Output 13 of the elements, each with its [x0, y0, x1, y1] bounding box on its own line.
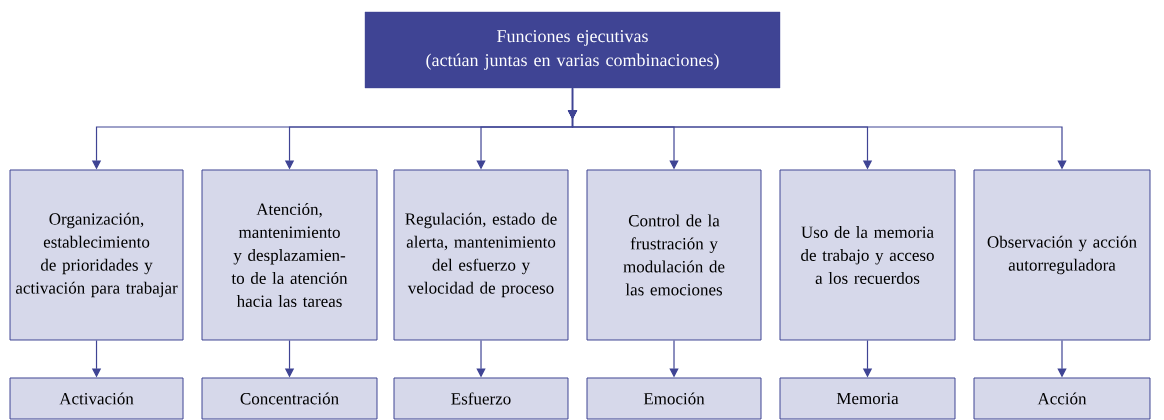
result-box: Esfuerzo [393, 377, 569, 420]
function-box: Observación y acción autorreguladora [973, 169, 1151, 341]
function-box: Uso de la memoria de trabajo y acceso a los recuerdos [779, 169, 956, 341]
function-box: Control de la frustración y modulación de las emociones [586, 169, 762, 341]
function-box: Regulación, estado de alerta, mantenimiento del esfuerzo y velocidad de proceso [393, 169, 569, 341]
function-box: Organización, establecimiento de prioridades y activación para trabajar [9, 169, 184, 341]
result-box: Memoria [779, 377, 956, 420]
result-box: Emoción [586, 377, 762, 420]
result-box: Acción [973, 377, 1151, 420]
function-box: Atención, mantenimiento y desplazamien-to de la atención hacia las tareas [201, 169, 378, 341]
result-box: Activación [9, 377, 184, 420]
heading-box: Funciones ejecutivas (actúan juntas en varias combinaciones) [364, 11, 781, 89]
result-box: Concentración [201, 377, 378, 420]
